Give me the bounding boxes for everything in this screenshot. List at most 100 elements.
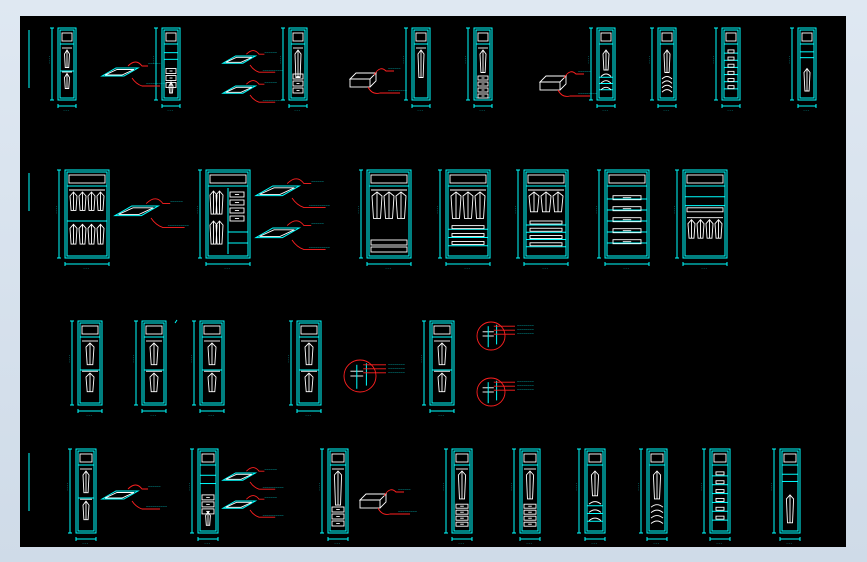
wardrobe-elevation[interactable]: ------- xyxy=(509,448,541,545)
svg-text:~~~~~~~~: ~~~~~~~~ xyxy=(517,380,534,384)
wardrobe-elevation[interactable]: ------- xyxy=(672,169,728,270)
svg-text:---: --- xyxy=(150,413,156,417)
wardrobe-elevation[interactable]: ------- xyxy=(65,448,97,545)
wardrobe-elevation[interactable]: ------- xyxy=(441,448,473,545)
svg-text:~~~~~~~~~~: ~~~~~~~~~~ xyxy=(263,513,284,517)
detail-circle-callout: ~~~~~~~~~~~~~~~~~~~~~~~~ xyxy=(343,359,405,393)
svg-text:----: ---- xyxy=(711,56,715,64)
svg-text:----: ---- xyxy=(286,355,290,363)
svg-text:~~~~~~~~: ~~~~~~~~ xyxy=(517,388,534,392)
wardrobe-elevation[interactable]: ------- xyxy=(769,448,801,545)
detail-circle-callout: ~~~~~~~~~~~~~~~~~~~~~~~~ xyxy=(476,321,534,351)
svg-text:~~~~~~: ~~~~~~ xyxy=(388,67,401,71)
svg-text:---: --- xyxy=(86,413,92,417)
wardrobe-elevation[interactable]: ------- xyxy=(286,320,322,417)
svg-text:---: --- xyxy=(438,413,444,417)
svg-text:----: ---- xyxy=(187,483,191,491)
wardrobe-elevation[interactable]: ------- xyxy=(54,169,110,270)
svg-text:----: ---- xyxy=(151,56,155,64)
svg-text:~~~~~~~~: ~~~~~~~~ xyxy=(517,324,534,328)
svg-text:----: ---- xyxy=(574,483,578,491)
svg-text:----: ---- xyxy=(509,483,513,491)
svg-text:----: ---- xyxy=(435,206,439,214)
svg-text:~~~~~~: ~~~~~~ xyxy=(148,485,161,489)
wardrobe-elevation[interactable]: ------- xyxy=(151,27,181,112)
svg-text:----: ---- xyxy=(787,56,791,64)
svg-text:~~~~~~~~: ~~~~~~~~ xyxy=(388,363,405,367)
svg-text:---: --- xyxy=(663,108,669,112)
wardrobe-elevation[interactable]: ------- xyxy=(513,169,569,270)
svg-text:----: ---- xyxy=(586,56,590,64)
wardrobe-elevation[interactable]: ------- xyxy=(401,27,431,112)
svg-text:---: --- xyxy=(82,541,88,545)
svg-text:~~~~~~~~: ~~~~~~~~ xyxy=(388,371,405,375)
svg-text:----: ---- xyxy=(189,355,193,363)
wardrobe-elevation[interactable]: ------- xyxy=(647,27,677,112)
svg-text:----: ---- xyxy=(278,56,282,64)
wardrobe-elevation[interactable]: ------- xyxy=(636,448,668,545)
svg-text:---: --- xyxy=(464,266,470,270)
svg-text:---: --- xyxy=(208,413,214,417)
wardrobe-elevation[interactable]: ------- xyxy=(187,448,219,545)
svg-text:---: --- xyxy=(204,541,210,545)
svg-text:----: ---- xyxy=(419,355,423,363)
svg-text:---: --- xyxy=(83,266,89,270)
svg-text:~~~~~~~~~~: ~~~~~~~~~~ xyxy=(168,223,189,227)
wardrobe-elevation[interactable]: ------- xyxy=(711,27,741,112)
wardrobe-elevation[interactable]: ------- xyxy=(195,169,251,270)
svg-text:~~~~~~~~: ~~~~~~~~ xyxy=(388,367,405,371)
svg-text:~~~~~~: ~~~~~~ xyxy=(264,495,277,499)
svg-text:~~~~~~: ~~~~~~ xyxy=(148,62,161,66)
wardrobe-elevation[interactable]: ------- xyxy=(463,27,493,112)
wardrobe-elevation[interactable]: ------- xyxy=(574,448,606,545)
shelf-detail-callout: ~~~~~~~~~~~~~~~~ xyxy=(113,198,189,229)
drawer-detail-callout: ~~~~~~~~~~~~~~~ xyxy=(358,488,417,515)
shelf-detail-callout: ~~~~~~~~~~~~~~~~ xyxy=(254,220,330,251)
svg-text:----: ---- xyxy=(636,483,640,491)
svg-text:---: --- xyxy=(526,541,532,545)
svg-text:----: ---- xyxy=(513,206,517,214)
svg-text:---: --- xyxy=(701,266,707,270)
svg-text:----: ---- xyxy=(441,483,445,491)
svg-text:----: ---- xyxy=(647,56,651,64)
svg-text:---: --- xyxy=(803,108,809,112)
wardrobe-elevation[interactable]: ------- xyxy=(131,320,167,417)
svg-text:----: ---- xyxy=(65,483,69,491)
svg-text:~~~~~~~~~~: ~~~~~~~~~~ xyxy=(263,485,284,489)
wardrobe-elevation[interactable]: ------- xyxy=(419,320,455,417)
svg-text:----: ---- xyxy=(463,56,467,64)
svg-text:~~~~~~: ~~~~~~ xyxy=(170,199,183,203)
svg-text:~~~~~~: ~~~~~~ xyxy=(311,179,324,183)
svg-text:~~~~~~: ~~~~~~ xyxy=(578,70,591,74)
shelf-detail-callout: ~~~~~~~~~~~~~~~~ xyxy=(221,495,284,518)
wardrobe-elevation[interactable]: ------- xyxy=(317,448,349,545)
wardrobe-elevation[interactable]: ------- xyxy=(699,448,731,545)
svg-text:---: --- xyxy=(591,541,597,545)
svg-text:----: ---- xyxy=(195,206,199,214)
wardrobe-elevation[interactable]: ------- xyxy=(189,320,225,417)
svg-text:----: ---- xyxy=(356,206,360,214)
svg-text:~~~~~~: ~~~~~~ xyxy=(264,467,277,471)
svg-text:---: --- xyxy=(786,541,792,545)
svg-text:~~~~~~~~: ~~~~~~~~ xyxy=(517,332,534,336)
wardrobe-elevation[interactable]: ------- xyxy=(586,27,616,112)
shelf-detail-callout: ~~~~~~~~~~~~~~~~ xyxy=(221,50,284,73)
svg-text:---: --- xyxy=(224,266,230,270)
svg-text:---: --- xyxy=(334,541,340,545)
svg-text:---: --- xyxy=(602,108,608,112)
drawing-canvas[interactable]: ----------------------------------------… xyxy=(20,16,846,547)
wardrobe-elevation[interactable]: ------- xyxy=(278,27,308,112)
wardrobe-elevation[interactable]: ------- xyxy=(787,27,817,112)
svg-text:----: ---- xyxy=(54,206,58,214)
wardrobe-elevation[interactable]: ------- xyxy=(356,169,412,270)
cad-drawing: ----------------------------------------… xyxy=(28,27,817,545)
wardrobe-elevation[interactable]: ------- xyxy=(67,320,103,417)
svg-text:----: ---- xyxy=(672,206,676,214)
svg-text:~~~~~~~~~~: ~~~~~~~~~~ xyxy=(263,98,284,102)
svg-text:~~~~~~~~~~: ~~~~~~~~~~ xyxy=(146,505,167,509)
wardrobe-elevation[interactable]: ------- xyxy=(47,27,77,112)
svg-text:----: ---- xyxy=(47,56,51,64)
wardrobe-elevation[interactable]: ------- xyxy=(594,169,650,270)
wardrobe-elevation[interactable]: ------- xyxy=(435,169,491,270)
